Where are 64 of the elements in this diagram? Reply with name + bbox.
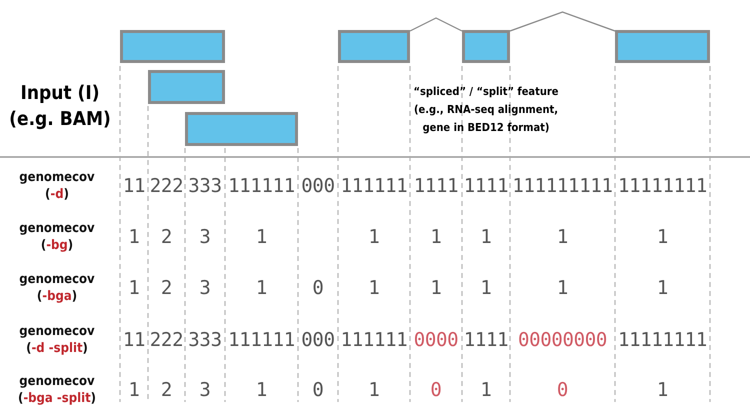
coverage-value: 11111111 (618, 175, 708, 197)
feature-bar (120, 30, 225, 63)
coverage-value: 1 (480, 277, 492, 299)
coverage-value: 111111 (340, 175, 408, 197)
coverage-value: 3 (199, 226, 211, 248)
option-label: genomecov (-d) (18, 169, 96, 203)
coverage-value: 1 (256, 277, 268, 299)
coverage-value: 1 (368, 379, 380, 401)
coverage-value: 2 (160, 379, 172, 401)
coverage-value: 0 (312, 379, 324, 401)
coverage-value: 0000 (414, 329, 458, 351)
coverage-value: 0 (556, 379, 568, 401)
coverage-value: 2 (160, 226, 172, 248)
coverage-value: 1 (368, 226, 380, 248)
coverage-value: 1 (128, 226, 140, 248)
feature-bar (615, 30, 710, 63)
coverage-value: 000 (301, 329, 335, 351)
splice-connector (410, 17, 462, 32)
splice-connector (510, 11, 616, 32)
feature-bar (185, 112, 298, 146)
coverage-value: 1 (256, 379, 268, 401)
coverage-value: 1 (430, 226, 442, 248)
coverage-value: 1111 (464, 175, 508, 197)
coverage-value: 111111 (228, 329, 295, 351)
coverage-value: 1 (480, 379, 492, 401)
coverage-value: 333 (188, 175, 222, 197)
coverage-value: 1 (656, 277, 668, 299)
coverage-value: 1 (480, 226, 492, 248)
coverage-value: 1 (656, 226, 668, 248)
coverage-value: 11 (122, 329, 146, 351)
coverage-value: 1 (256, 226, 268, 248)
coverage-value: 0 (312, 277, 324, 299)
feature-bar (462, 30, 510, 63)
option-label: genomecov (-bga) (18, 271, 96, 305)
coverage-value: 333 (188, 329, 222, 351)
coverage-value: 2 (160, 277, 172, 299)
coverage-value: 11111111 (618, 329, 708, 351)
coverage-value: 1 (556, 226, 568, 248)
coverage-value: 3 (199, 277, 211, 299)
coverage-value: 0 (430, 379, 442, 401)
option-label: genomecov (-bg) (18, 220, 96, 254)
coverage-value: 111111 (228, 175, 295, 197)
feature-bar (148, 70, 225, 104)
coverage-value: 000 (301, 175, 335, 197)
coverage-value: 222 (150, 175, 184, 197)
coverage-value: 1 (368, 277, 380, 299)
coverage-value: 1 (128, 277, 140, 299)
input-label: Input (I) (e.g. BAM) (8, 81, 112, 132)
coverage-value: 1 (656, 379, 668, 401)
coverage-value: 1 (128, 379, 140, 401)
option-label: genomecov (-bga -split) (16, 373, 98, 407)
coverage-value: 222 (150, 329, 184, 351)
coverage-value: 1 (430, 277, 442, 299)
coverage-value: 00000000 (518, 329, 608, 351)
coverage-value: 1111 (414, 175, 458, 197)
coverage-value: 111111 (340, 329, 408, 351)
coverage-value: 3 (199, 379, 211, 401)
feature-bar (338, 30, 410, 63)
option-label: genomecov (-d -split) (18, 323, 96, 357)
note-text: “spliced” / “split” feature (e.g., RNA-seq alignment, gene in BED12 format) (412, 84, 560, 136)
coverage-value: 1111 (464, 329, 508, 351)
coverage-value: 11 (122, 175, 146, 197)
coverage-value: 111111111 (512, 175, 613, 197)
coverage-value: 1 (556, 277, 568, 299)
